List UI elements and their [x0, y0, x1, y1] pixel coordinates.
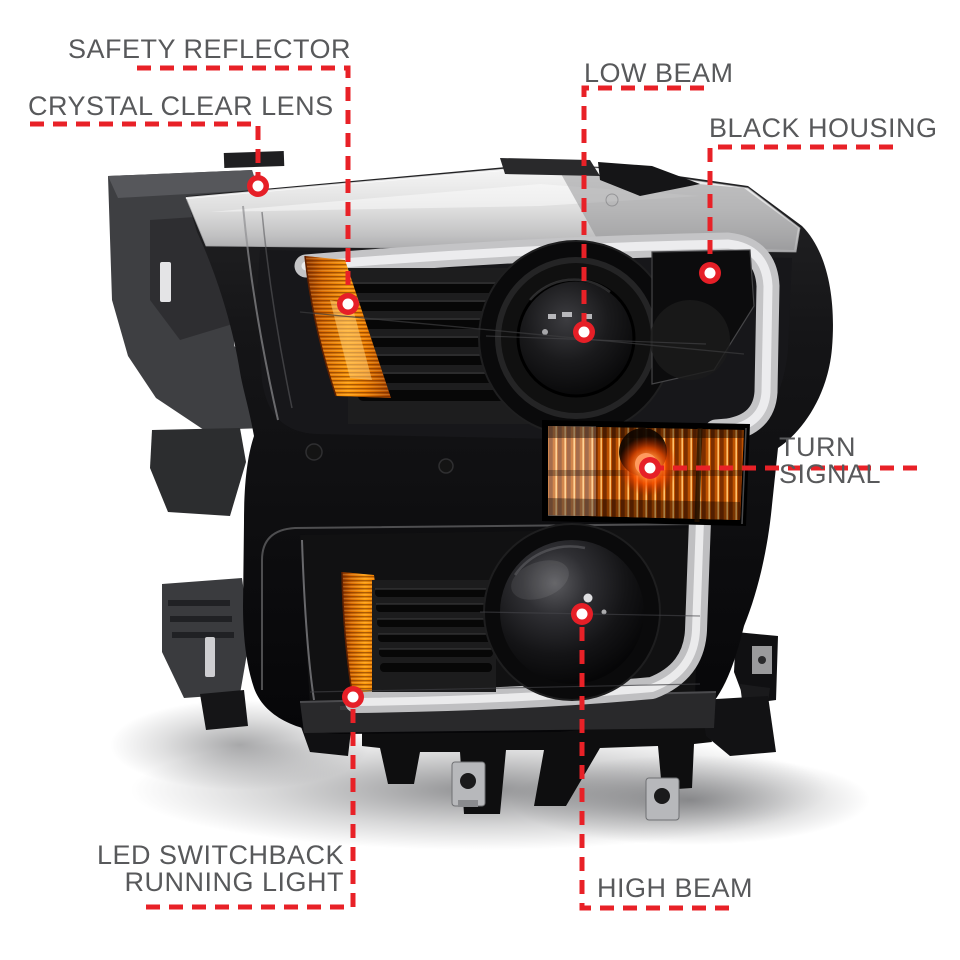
led-light-bar-lower	[345, 509, 711, 713]
callout-dot-turn-signal	[639, 457, 661, 479]
callout-dot-black-housing	[699, 262, 721, 284]
lower-fins	[372, 580, 496, 692]
clear-lens-strip	[185, 150, 801, 253]
right-mounting-tab	[734, 632, 778, 704]
callout-label-led-switchback-running-light: LED SWITCHBACK RUNNING LIGHT	[96, 840, 344, 897]
callout-line-low-beam	[581, 85, 704, 332]
callout-line-black-housing	[707, 144, 893, 273]
lower-rim	[261, 523, 701, 690]
black-housing-cavity	[650, 249, 755, 385]
callout-label-black-housing: BLACK HOUSING	[709, 113, 938, 143]
callout-dot-low-beam	[573, 321, 595, 343]
callout-dot-led-switchback	[342, 686, 364, 708]
callout-dot-high-beam	[571, 603, 593, 625]
lower-left-bracket	[162, 578, 250, 730]
led-light-bar-upper	[294, 232, 780, 443]
bracket-slot	[160, 262, 171, 302]
callout-line-high-beam	[579, 614, 729, 911]
callout-line-crystal-clear-lens	[30, 121, 261, 186]
callout-line-safety-reflector	[137, 65, 351, 304]
chrome-edge	[301, 539, 315, 701]
callout-label-crystal-clear-lens: CRYSTAL CLEAR LENS	[28, 91, 334, 121]
chrome-edge	[261, 211, 293, 409]
callout-label-low-beam: LOW BEAM	[584, 58, 734, 88]
callout-dot-crystal-clear-lens	[247, 175, 269, 197]
callout-label-turn-signal: TURN SIGNAL	[779, 432, 882, 489]
chrome-edge	[242, 205, 279, 421]
safety-reflector-upper	[304, 255, 391, 398]
callout-label-safety-reflector: SAFETY REFLECTOR	[67, 34, 351, 64]
callout-label-high-beam: HIGH BEAM	[597, 873, 754, 903]
reflection-line	[485, 335, 707, 345]
screw	[305, 443, 323, 461]
callout-dot-safety-reflector	[337, 293, 359, 315]
screw	[438, 458, 454, 474]
callout-dots	[247, 175, 721, 708]
callout-line-led-switchback	[146, 697, 356, 910]
reflection-line	[299, 311, 745, 355]
